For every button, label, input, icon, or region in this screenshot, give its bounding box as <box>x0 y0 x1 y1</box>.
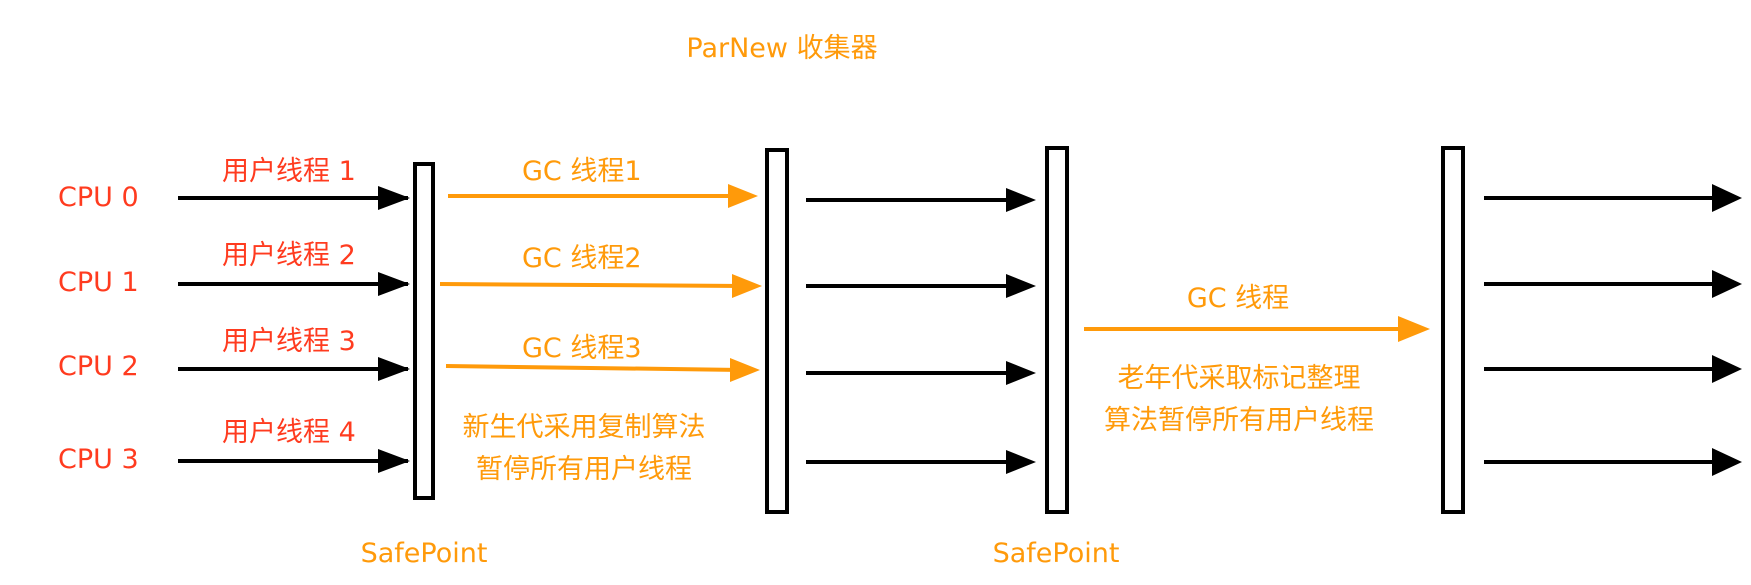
old-gc-thread-arrowhead <box>1398 316 1430 342</box>
resume-arrows-2 <box>1484 184 1742 476</box>
user-thread-label-2: 用户线程 2 <box>222 240 356 271</box>
old-gen-note-line-1: 老年代采取标记整理 <box>1118 363 1361 394</box>
resume-arrowhead-1 <box>1006 188 1036 212</box>
final-arrowhead-3 <box>1712 355 1742 383</box>
cpu-label-0: CPU 0 <box>58 182 139 213</box>
resume-arrowhead-4 <box>1006 450 1036 474</box>
old-gen-note-line-2: 算法暂停所有用户线程 <box>1104 405 1374 436</box>
gc-thread-arrow-2 <box>439 282 745 288</box>
safepoint-barrier-2 <box>1045 146 1069 514</box>
resume-arrowhead-3 <box>1006 361 1036 385</box>
final-arrowhead-1 <box>1712 184 1742 212</box>
gc-thread-label-3: GC 线程3 <box>522 333 642 364</box>
user-thread-label-1: 用户线程 1 <box>222 156 356 187</box>
user-thread-arrowhead-1 <box>378 186 410 210</box>
safepoint-barrier-1 <box>413 162 435 500</box>
user-thread-arrows <box>178 186 410 473</box>
resume-arrows-1 <box>806 188 1036 474</box>
barrier-2 <box>765 148 789 514</box>
gc-thread-arrowhead-2 <box>732 274 762 298</box>
cpu-label-2: CPU 2 <box>58 351 139 382</box>
barrier-4 <box>1441 146 1465 514</box>
resume-arrowhead-2 <box>1006 274 1036 298</box>
cpu-label-3: CPU 3 <box>58 444 139 475</box>
young-gen-note-line-1: 新生代采用复制算法 <box>463 412 706 443</box>
old-gc-thread-label: GC 线程 <box>1187 283 1289 314</box>
final-arrowhead-4 <box>1712 448 1742 476</box>
gc-thread-label-1: GC 线程1 <box>522 156 642 187</box>
user-thread-label-4: 用户线程 4 <box>222 417 356 448</box>
user-thread-label-3: 用户线程 3 <box>222 326 356 357</box>
user-thread-arrowhead-2 <box>378 272 410 296</box>
final-arrowhead-2 <box>1712 270 1742 298</box>
young-gen-note-line-2: 暂停所有用户线程 <box>476 454 692 485</box>
user-thread-arrowhead-3 <box>378 357 410 381</box>
gc-thread-arrowhead-1 <box>728 184 758 208</box>
user-thread-arrowhead-4 <box>378 449 410 473</box>
gc-thread-arrow-3 <box>445 364 743 372</box>
diagram-title: ParNew 收集器 <box>686 33 877 64</box>
safepoint-label-2: SafePoint <box>993 538 1120 569</box>
cpu-label-1: CPU 1 <box>58 267 139 298</box>
safepoint-label-1: SafePoint <box>361 538 488 569</box>
gc-thread-arrowhead-3 <box>730 358 760 382</box>
young-gc-arrows <box>439 184 762 382</box>
gc-thread-label-2: GC 线程2 <box>522 243 642 274</box>
